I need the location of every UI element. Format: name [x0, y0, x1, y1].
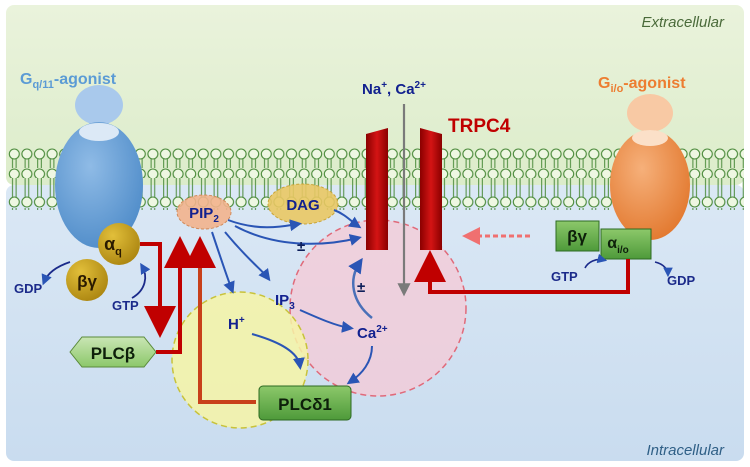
h-ion-label: H+ [228, 315, 245, 333]
dag-to-trpc4-arrow [333, 209, 362, 229]
gq-to-plcb-arrow [140, 242, 176, 338]
gq-alpha-subunit [98, 223, 140, 265]
ip3-to-ca-arrow [299, 309, 354, 333]
gq-gtp-label: GTP [112, 298, 139, 313]
gq-beta-gamma-label: βγ [77, 272, 97, 291]
ca-ion-label: Ca2+ [357, 324, 388, 342]
gi-alpha-subunit [600, 228, 652, 260]
gdp-release-arrow [41, 261, 71, 286]
dag-label: DAG [286, 197, 319, 214]
pip2-pm-symbol: ± [297, 238, 305, 255]
extracellular-space [6, 5, 744, 185]
gi-alpha-activation-arrow [414, 250, 630, 294]
trpc4-label: TRPC4 [448, 116, 511, 137]
ions-label: Na+, Ca2+ [362, 80, 426, 98]
h-to-plcd1-arrow [251, 333, 305, 370]
ca-to-plcd1-arrow [346, 345, 373, 385]
pip2-to-dag-arrow [227, 219, 302, 232]
gi-alpha-label: αi/o [607, 235, 629, 256]
gtp-binding-arrow [131, 262, 151, 299]
gq-beta-gamma-subunit [66, 259, 108, 301]
gi-beta-gamma-label: βγ [567, 227, 587, 246]
plcb-label: PLCβ [91, 344, 135, 363]
plcb-to-pip2-arrow [156, 236, 196, 354]
pip2-molecule [176, 194, 232, 230]
ip3-label: IP3 [275, 292, 295, 312]
gi-beta-gamma-subunit [555, 220, 600, 252]
pip2-label: PIP2 [189, 205, 219, 225]
plcd1-label: PLCδ1 [278, 395, 332, 414]
gi-gdp-label: GDP [667, 273, 696, 288]
ca-to-trpc4-arrow [348, 257, 373, 319]
ca-pm-symbol: ± [357, 279, 365, 296]
pip2-modulation-arrow [234, 225, 362, 246]
gi-agonist-label: Gi/o-agonist [598, 75, 686, 95]
plcd1-to-pip2-arrow [184, 236, 256, 404]
gq-alpha-label: αq [104, 234, 122, 258]
pip2-to-h-arrow [211, 231, 235, 294]
trpc4-channel [366, 128, 442, 250]
gi-gtp-label: GTP [551, 269, 578, 284]
plcd1-enzyme [258, 385, 352, 421]
gi-gdp-arrow [654, 261, 673, 278]
pip2-to-ip3-arrow [224, 231, 271, 282]
gq-receptor [55, 85, 143, 248]
gq-gdp-label: GDP [14, 281, 43, 296]
gq-agonist-label: Gq/11-agonist [20, 71, 117, 91]
dag-molecule [267, 183, 339, 225]
extracellular-label: Extracellular [641, 14, 725, 31]
intracellular-label: Intracellular [646, 442, 725, 459]
gi-gtp-arrow [584, 253, 608, 269]
gi-receptor [610, 94, 690, 240]
